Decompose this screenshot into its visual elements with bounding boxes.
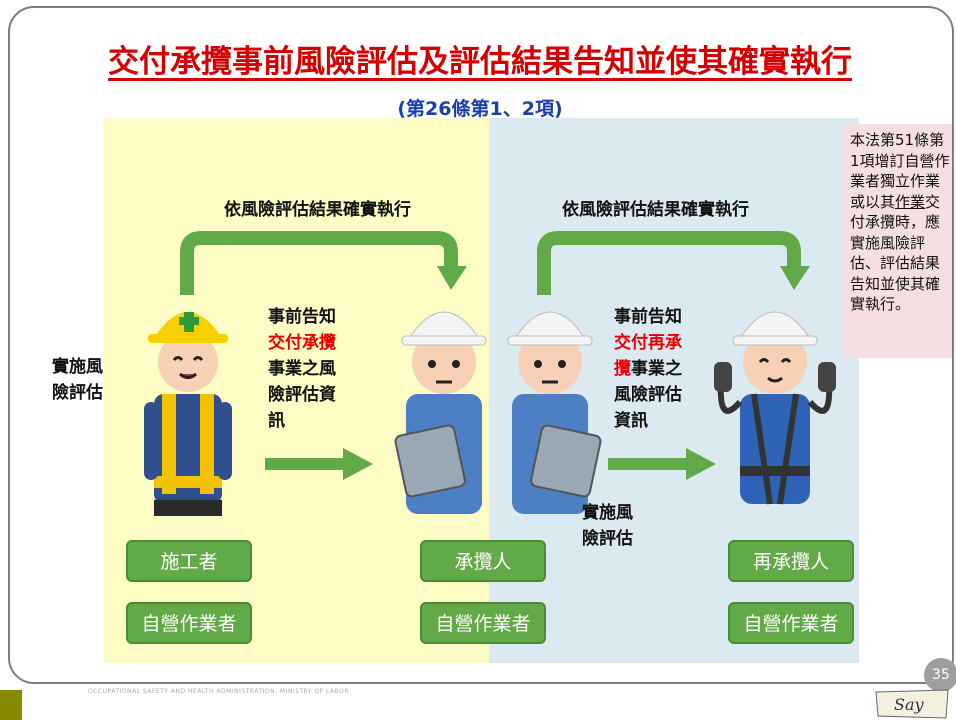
role-box-constructor: 施工者: [126, 540, 252, 582]
svg-text:Say: Say: [894, 695, 925, 714]
top-arrow-left-icon: [180, 231, 467, 295]
top-arrow-right-icon: [537, 231, 810, 295]
implement-assessment-left: 實施風險評估: [52, 357, 103, 403]
slide-title: 交付承攬事前風險評估及評估結果告知並使其確實執行: [108, 44, 852, 80]
right-arrow-icon: [608, 448, 716, 480]
role-box-subcontractor: 再承攬人: [728, 540, 854, 582]
contractor-worker-icon: [507, 311, 602, 514]
footer-agency-text: OCCUPATIONAL SAFETY AND HEALTH ADMINISTR…: [88, 688, 350, 695]
slide-subtitle: (第26條第1、2項): [397, 98, 563, 120]
footer-bar: [0, 690, 22, 720]
slide: 交付承攬事前風險評估及評估結果告知並使其確實執行 (第26條第1、2項) 依風險…: [8, 6, 954, 684]
role-box-self-employed: 自營作業者: [126, 602, 252, 644]
page-number: 35: [924, 658, 956, 692]
side-note: 本法第51條第1項增訂自營作業者獨立作業或以其作業交付承攬時，應實施風險評估、評…: [843, 124, 952, 358]
arrow-label-left: 依風險評估結果確實執行: [224, 200, 411, 220]
right-arrow-icon: [265, 448, 373, 480]
implement-assessment-right: 實施風險評估: [582, 503, 633, 549]
role-box-self-employed: 自營作業者: [728, 602, 854, 644]
arrow-label-right: 依風險評估結果確實執行: [562, 200, 749, 220]
contractor-worker-icon: [394, 311, 487, 514]
notify-contractor-label: 事前告知 交付承攬 事業之風 險評估資 訊: [268, 307, 336, 431]
role-box-self-employed: 自營作業者: [420, 602, 546, 644]
notify-subcontractor-label: 事前告知 交付再承 攬事業之 風險評估 資訊: [614, 307, 682, 431]
construction-worker-icon: [144, 312, 232, 516]
role-box-contractor: 承攬人: [420, 540, 546, 582]
subcontractor-worker-icon: [714, 311, 836, 505]
logo-icon: Say: [875, 689, 949, 719]
